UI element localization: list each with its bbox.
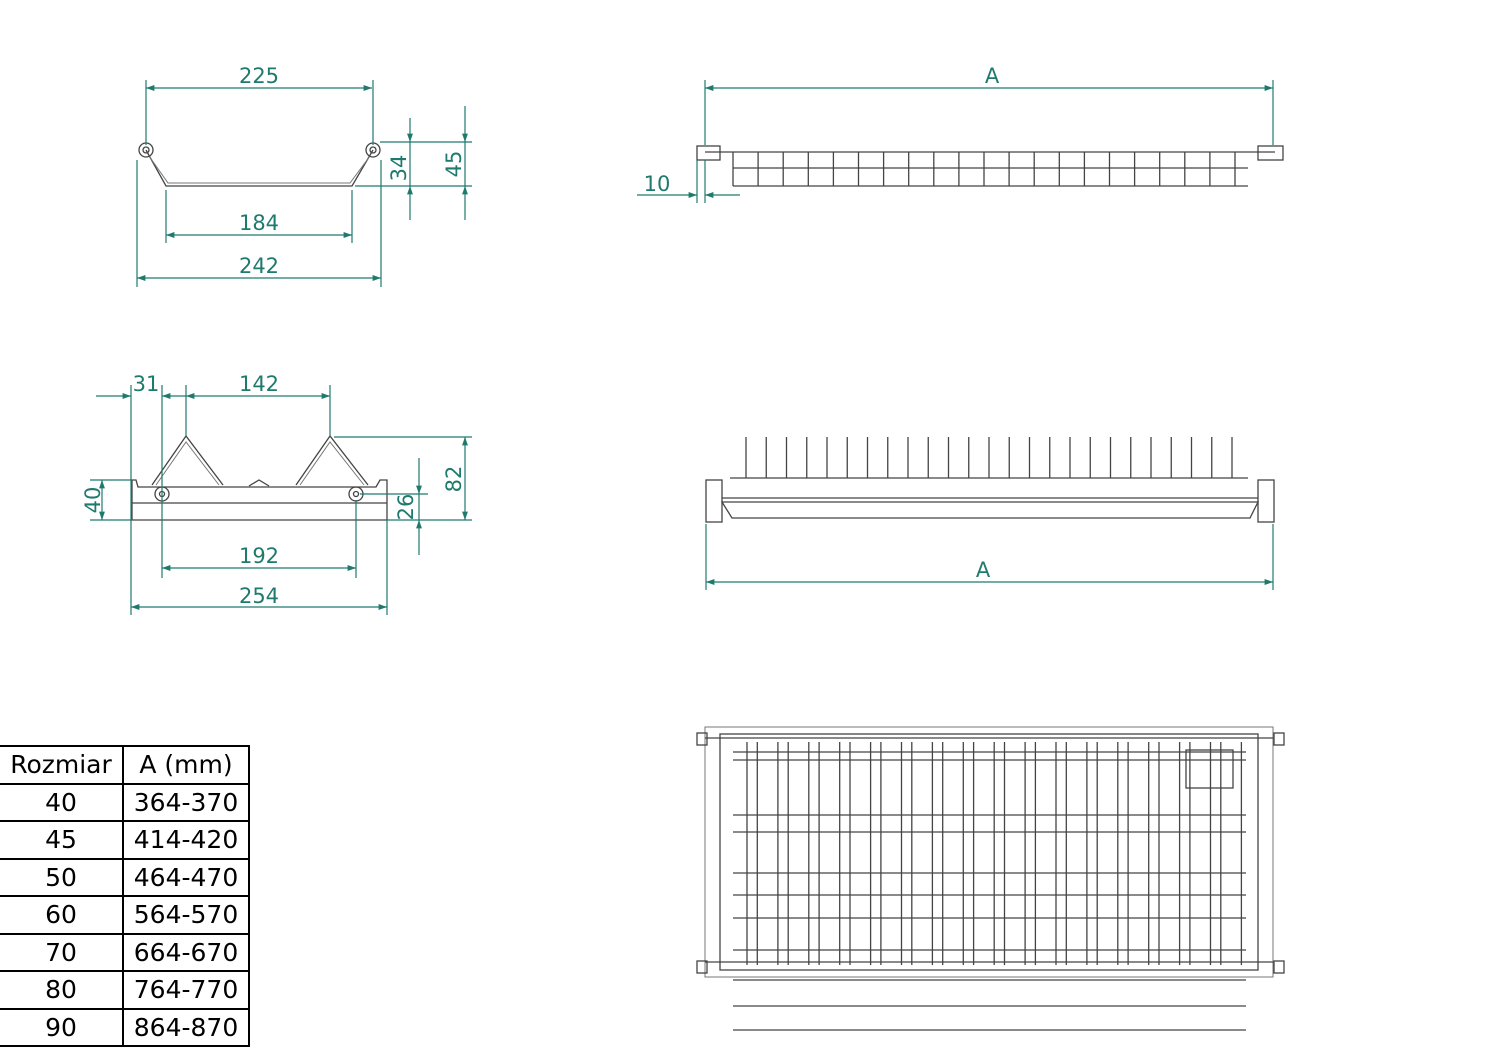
dim-tray-height: 40 — [81, 487, 105, 514]
cell-dimension-a: 564-570 — [122, 895, 250, 935]
cell-dimension-a: 414-420 — [122, 820, 250, 860]
dim-total-height: 82 — [442, 466, 466, 493]
dim-length-a: A — [985, 64, 1000, 88]
cell-dimension-a: 764-770 — [122, 970, 250, 1010]
cell-dimension-a: 464-470 — [122, 857, 250, 897]
cell-size: 40 — [0, 782, 124, 822]
dim-pivot-spacing: 192 — [239, 544, 279, 568]
dim-left-offset: 31 — [133, 372, 160, 396]
tray-side-view: A — [705, 437, 1275, 590]
side-view-top: A 10 — [637, 64, 1284, 203]
cell-size: 45 — [0, 820, 124, 860]
dim-offset: 10 — [644, 172, 671, 196]
tray-view: 31 142 40 26 82 192 254 — [81, 372, 472, 615]
cell-size: 90 — [0, 1007, 124, 1047]
dim-total-height: 45 — [442, 151, 466, 178]
cell-size: 60 — [0, 895, 124, 935]
cell-size: 70 — [0, 932, 124, 972]
cell-dimension-a: 364-370 — [122, 782, 250, 822]
cell-dimension-a: 864-870 — [122, 1007, 250, 1047]
dim-length-a: A — [976, 558, 991, 582]
cell-dimension-a: A (mm) — [122, 745, 250, 785]
cell-size: 50 — [0, 857, 124, 897]
dim-pivot-height: 26 — [394, 494, 418, 521]
dim-spike-spacing: 142 — [239, 372, 279, 396]
front-view: 225 184 242 34 45 — [136, 64, 472, 287]
top-view-grid — [696, 726, 1285, 1031]
dim-outer-width: 242 — [239, 254, 279, 278]
dim-inner-width: 184 — [239, 211, 279, 235]
dim-total-width: 254 — [239, 584, 279, 608]
dim-top-width: 225 — [239, 64, 279, 88]
brand-logo — [1185, 749, 1234, 789]
cell-dimension-a: 664-670 — [122, 932, 250, 972]
dim-inner-height: 34 — [387, 155, 411, 182]
cell-size: Rozmiar — [0, 745, 124, 785]
cell-size: 80 — [0, 970, 124, 1010]
